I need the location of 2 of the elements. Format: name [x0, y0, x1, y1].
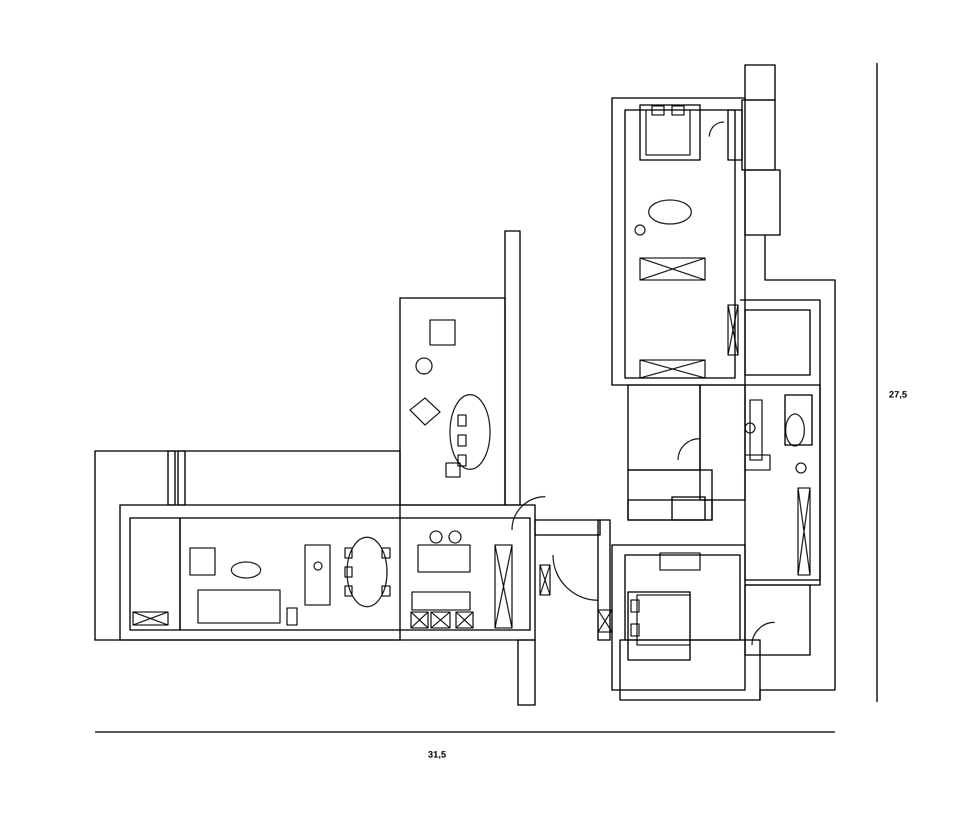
dimension-label: 27,5: [889, 391, 907, 399]
dimension-label: 31,5: [428, 751, 446, 759]
